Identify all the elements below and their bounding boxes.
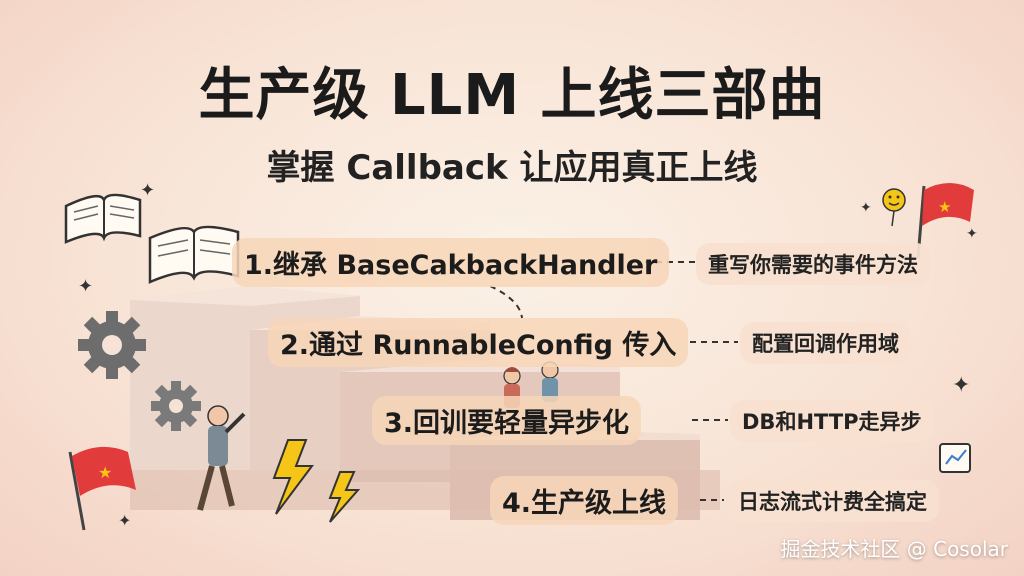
step-2-desc: 配置回调作用域 xyxy=(740,322,911,364)
smiley-icon xyxy=(882,188,906,227)
gear-icon xyxy=(151,381,201,431)
book-icon xyxy=(64,193,142,244)
step-2-label: 2.通过 RunnableConfig 传入 xyxy=(268,318,689,367)
step-1-label: 1.继承 BaseCakbackHandler xyxy=(232,238,670,287)
svg-text:✦: ✦ xyxy=(966,226,978,242)
step-3-label: 3.回训要轻量异步化 xyxy=(372,396,642,445)
page-subtitle: 掌握 Callback 让应用真正上线 xyxy=(266,148,758,188)
page-title: 生产级 LLM 上线三部曲 xyxy=(198,63,826,128)
lightning-icon xyxy=(328,471,361,523)
sparkle-icon: ✦ ✦ ✦ ✦ ✦ ✦ xyxy=(78,180,978,530)
svg-text:✦: ✦ xyxy=(952,373,970,398)
svg-text:✦: ✦ xyxy=(860,200,872,216)
flag-icon: ★ xyxy=(68,446,136,531)
svg-text:✦: ✦ xyxy=(140,180,155,201)
book-icon xyxy=(148,225,240,284)
lightning-icon xyxy=(272,439,314,515)
step-4-label: 4.生产级上线 xyxy=(490,476,679,525)
step-4-desc: 日志流式计费全搞定 xyxy=(726,480,939,522)
connector-lines xyxy=(489,261,738,501)
svg-text:★: ★ xyxy=(938,198,951,216)
person-icon xyxy=(197,405,246,511)
step-1-desc: 重写你需要的事件方法 xyxy=(696,243,930,285)
chart-note-icon xyxy=(939,443,971,473)
watermark: 掘金技术社区 @ Cosolar xyxy=(780,537,1008,561)
svg-text:✦: ✦ xyxy=(118,511,131,530)
svg-text:★: ★ xyxy=(98,463,112,482)
gear-icon xyxy=(78,311,146,379)
svg-text:✦: ✦ xyxy=(78,276,93,297)
step-3-desc: DB和HTTP走异步 xyxy=(730,400,934,442)
